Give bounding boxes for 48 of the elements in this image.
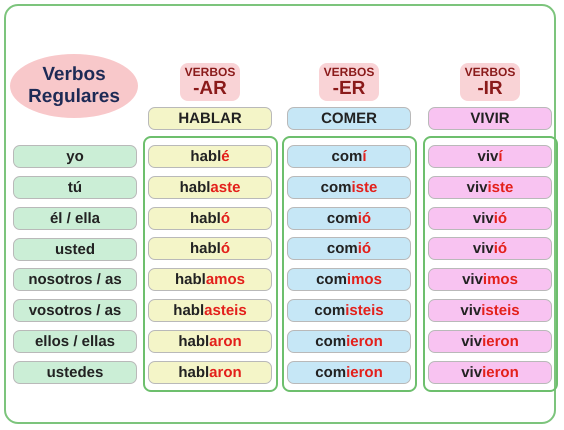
conjugation-label: comió	[287, 206, 411, 230]
header-badge	[319, 63, 379, 101]
header-ending: -IR	[477, 78, 503, 98]
conjugation-label: hablaron	[148, 330, 272, 353]
conjugation-label: hablamos	[148, 268, 272, 292]
pronoun-label: nosotros / as	[13, 268, 137, 291]
conjugation-label: comimos	[287, 268, 411, 292]
conjugation-label: vivió	[428, 206, 552, 230]
conjugation-label: comí	[287, 145, 411, 168]
conjugation-label: habló	[148, 206, 272, 230]
pronoun-label: él / ella	[13, 207, 137, 230]
conjugation-label: hablasteis	[148, 299, 272, 322]
header-badge	[180, 63, 240, 101]
conjugation-label: comieron	[287, 330, 411, 353]
conjugation-label: vivimos	[428, 268, 552, 292]
conjugation-label: vivisteis	[428, 299, 552, 322]
conjugation-label: hablaste	[148, 176, 272, 199]
conjugation-label: vivió	[428, 237, 552, 260]
pronoun-label: usted	[13, 238, 137, 261]
conjugation-label: vivieron	[428, 330, 552, 353]
verb-label: COMER	[287, 107, 411, 130]
pronoun-label: ellos / ellas	[13, 330, 137, 353]
conjugation-label: vivieron	[428, 360, 552, 384]
conjugation-label: comió	[287, 237, 411, 260]
conjugation-label: comieron	[287, 360, 411, 384]
pronoun-label: yo	[13, 145, 137, 168]
pronoun-label: ustedes	[13, 361, 137, 384]
header-badge	[460, 63, 520, 101]
column-group	[143, 136, 278, 392]
verb-label: VIVIR	[428, 107, 552, 130]
conjugation-label: viviste	[428, 176, 552, 199]
column-group	[423, 136, 558, 392]
column-group	[282, 136, 417, 392]
conjugation-label: viví	[428, 145, 552, 168]
conjugation-label: habló	[148, 237, 272, 260]
conjugation-label: hablaron	[148, 360, 272, 384]
verb-label: HABLAR	[148, 107, 272, 130]
header-caption: VERBOS	[324, 66, 374, 78]
header-ending: -AR	[193, 78, 227, 98]
title-ellipse: Verbos Regulares	[10, 54, 138, 118]
pronoun-label: tú	[13, 176, 137, 199]
header-caption: VERBOS	[184, 66, 236, 78]
conjugation-label: comiste	[287, 176, 411, 199]
pronoun-label: vosotros / as	[13, 299, 137, 322]
header-caption: VERBOS	[464, 66, 516, 78]
header-ending: -ER	[332, 78, 366, 98]
conjugation-label: hablé	[148, 145, 272, 168]
conjugation-label: comisteis	[287, 299, 411, 322]
